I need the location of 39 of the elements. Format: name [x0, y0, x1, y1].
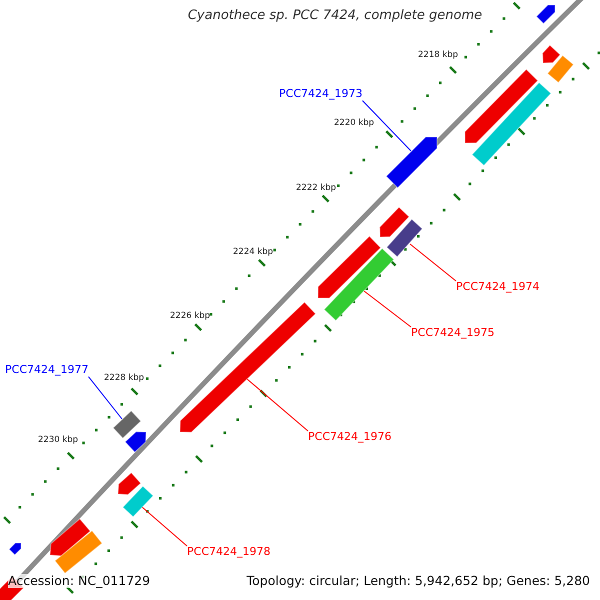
- pointed-gene-block: [318, 236, 382, 299]
- scale-label: 2218 kbp: [418, 51, 458, 61]
- gene-block: [471, 82, 552, 166]
- pointed-gene-block: [49, 518, 91, 556]
- gene-label: PCC7424_1974: [456, 281, 540, 294]
- pointed-gene-block: [536, 4, 556, 24]
- scale-label: 2230 kbp: [38, 436, 78, 446]
- gene-block: [324, 248, 394, 322]
- pointed-gene-block: [542, 44, 561, 64]
- scale-label: 2222 kbp: [296, 184, 336, 194]
- gene-label: PCC7424_1976: [308, 431, 392, 444]
- gene-block: [546, 54, 574, 84]
- pointed-gene-block: [8, 542, 22, 556]
- map-title: Cyanothece sp. PCC 7424, complete genome: [186, 9, 484, 24]
- gene-block: [386, 218, 423, 258]
- leader-line: [410, 244, 456, 282]
- scale-label: 2228 kbp: [104, 374, 144, 384]
- scale-label: 2220 kbp: [334, 119, 374, 129]
- gene-label: PCC7424_1978: [187, 546, 270, 559]
- gene-label: PCC7424_1975: [411, 327, 494, 340]
- accession-text: Accession: NC_011729: [8, 574, 150, 588]
- scale-label: 2224 kbp: [233, 248, 274, 258]
- pointed-gene-block: [386, 136, 438, 188]
- leader-line: [246, 378, 308, 432]
- gene-label: PCC7424_1973: [279, 88, 362, 101]
- leader-line: [364, 290, 412, 328]
- leader-line: [362, 100, 412, 152]
- gene-block: [54, 530, 103, 574]
- pointed-gene-block: [464, 68, 538, 144]
- scale-label: 2226 kbp: [170, 312, 210, 322]
- pointed-gene-block: [379, 206, 410, 238]
- genome-info-text: Topology: circular; Length: 5,942,652 bp; Genes: 5,280: [246, 574, 590, 588]
- leader-line: [142, 506, 188, 546]
- leader-line: [88, 376, 122, 420]
- gene-block: [112, 410, 142, 439]
- pointed-gene-block: [117, 472, 142, 496]
- gene-block: [122, 486, 154, 518]
- gene-label: PCC7424_1977: [5, 364, 88, 377]
- pointed-gene-block: [124, 431, 147, 453]
